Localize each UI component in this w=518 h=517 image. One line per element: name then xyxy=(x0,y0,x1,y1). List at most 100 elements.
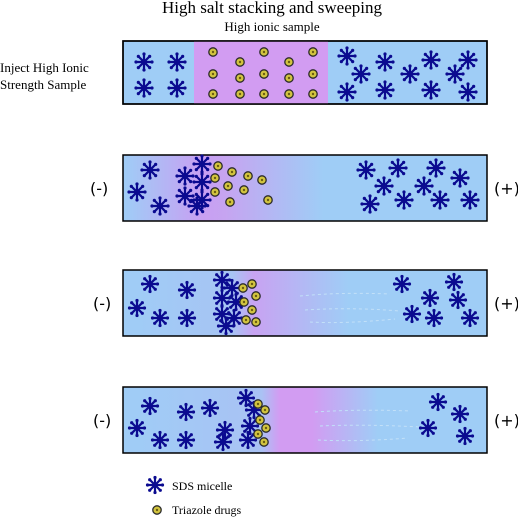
triazole-drug-icon xyxy=(227,167,237,177)
positive-electrode-3: (+) xyxy=(494,294,518,313)
triazole-drug-icon xyxy=(260,405,270,415)
triazole-drug-icon xyxy=(247,279,257,289)
sds-micelle-icon xyxy=(140,396,160,416)
sds-micelle-icon xyxy=(134,52,154,72)
negative-electrode-2: (-) xyxy=(90,179,108,198)
sds-micelle-icon xyxy=(127,298,147,318)
negative-electrode-3: (-) xyxy=(93,294,111,313)
sds-micelle-icon xyxy=(356,160,376,180)
sds-micelle-icon xyxy=(418,418,438,438)
sds-micelle-icon xyxy=(450,168,470,188)
sds-micelle-icon xyxy=(140,160,160,180)
diagram-subtitle: High ionic sample xyxy=(224,19,320,34)
sds-micelle-icon xyxy=(213,432,233,452)
triazole-drug-icon xyxy=(255,415,265,425)
sds-micelle-icon xyxy=(458,50,478,70)
triazole-drug-icon xyxy=(235,89,245,99)
sds-micelle-icon xyxy=(145,475,165,495)
step-label-line-1: Inject High Ionic xyxy=(0,60,89,75)
positive-electrode-2: (+) xyxy=(494,179,518,198)
sds-micelle-icon xyxy=(167,78,187,98)
sds-micelle-icon xyxy=(460,190,480,210)
triazole-drug-icon xyxy=(259,69,269,79)
triazole-drug-icon xyxy=(235,57,245,67)
triazole-drug-icon xyxy=(213,161,223,171)
sds-micelle-icon xyxy=(215,420,235,440)
sds-micelle-icon xyxy=(394,190,414,210)
sds-micelle-icon xyxy=(375,80,395,100)
diagram-title: High salt stacking and sweeping xyxy=(162,0,383,17)
triazole-drug-icon xyxy=(284,89,294,99)
legend-drug-label: Triazole drugs xyxy=(172,503,242,517)
sds-micelle-icon xyxy=(175,186,195,206)
sds-micelle-icon xyxy=(216,316,236,336)
sds-micelle-icon xyxy=(212,270,232,290)
triazole-drug-icon xyxy=(308,89,318,99)
sds-micelle-icon xyxy=(127,182,147,202)
sds-micelle-icon xyxy=(177,308,197,328)
triazole-drug-icon xyxy=(235,73,245,83)
triazole-drug-icon xyxy=(210,173,220,183)
triazole-drug-icon xyxy=(308,47,318,57)
sds-micelle-icon xyxy=(200,398,220,418)
triazole-drug-icon xyxy=(152,505,162,515)
capillary-3-tube xyxy=(122,269,488,337)
sds-micelle-icon xyxy=(388,158,408,178)
triazole-drug-icon xyxy=(243,171,253,181)
sds-micelle-icon xyxy=(150,196,170,216)
sds-micelle-icon xyxy=(400,64,420,84)
sds-micelle-icon xyxy=(134,78,154,98)
sds-micelle-icon xyxy=(430,190,450,210)
sds-micelle-icon xyxy=(337,46,357,66)
legend-micelle-label: SDS micelle xyxy=(172,479,232,493)
sds-micelle-icon xyxy=(187,196,207,216)
sds-micelle-icon xyxy=(360,194,380,214)
capillary-1-outline xyxy=(122,40,488,105)
triazole-drug-icon xyxy=(263,195,273,205)
depletion-streak xyxy=(299,292,401,324)
sds-micelle-icon xyxy=(176,402,196,422)
depletion-streak xyxy=(314,409,421,442)
step-label-line-2: Strength Sample xyxy=(0,77,87,92)
triazole-drug-icon xyxy=(208,69,218,79)
sds-micelle-icon xyxy=(127,418,147,438)
sds-micelle-icon xyxy=(337,82,357,102)
positive-electrode-4: (+) xyxy=(494,411,518,430)
triazole-drug-icon xyxy=(259,437,269,447)
triazole-drug-icon xyxy=(208,89,218,99)
triazole-drug-icon xyxy=(253,429,263,439)
sds-micelle-icon xyxy=(392,274,412,294)
triazole-drug-icon xyxy=(261,423,271,433)
sds-micelle-icon xyxy=(424,308,444,328)
triazole-drug-icon xyxy=(239,297,249,307)
triazole-drug-icon xyxy=(308,69,318,79)
sds-micelle-icon xyxy=(426,158,446,178)
sds-micelle-icon xyxy=(192,154,212,174)
sds-micelle-icon xyxy=(375,52,395,72)
sds-micelle-icon xyxy=(460,308,480,328)
sds-micelle-icon xyxy=(177,280,197,300)
sds-micelle-icon xyxy=(150,308,170,328)
sds-micelle-icon xyxy=(176,430,196,450)
sds-micelle-icon xyxy=(238,430,258,450)
sds-micelle-icon xyxy=(212,288,232,308)
triazole-drug-icon xyxy=(257,175,267,185)
triazole-drug-icon xyxy=(241,315,251,325)
triazole-drug-icon xyxy=(223,181,233,191)
sds-micelle-icon xyxy=(175,166,195,186)
triazole-drug-icon xyxy=(251,317,261,327)
sds-micelle-icon xyxy=(444,272,464,292)
triazole-drug-icon xyxy=(247,305,257,315)
sds-micelle-icon xyxy=(421,80,441,100)
sds-micelle-icon xyxy=(374,176,394,196)
sds-micelle-icon xyxy=(428,392,448,412)
sds-micelle-icon xyxy=(420,288,440,308)
sds-micelle-icon xyxy=(414,176,434,196)
sds-micelle-icon xyxy=(445,64,465,84)
sds-micelle-icon xyxy=(455,426,475,446)
sds-micelle-icon xyxy=(448,290,468,310)
particle-layer xyxy=(127,46,480,515)
triazole-drug-icon xyxy=(284,73,294,83)
sds-micelle-icon xyxy=(192,172,212,192)
